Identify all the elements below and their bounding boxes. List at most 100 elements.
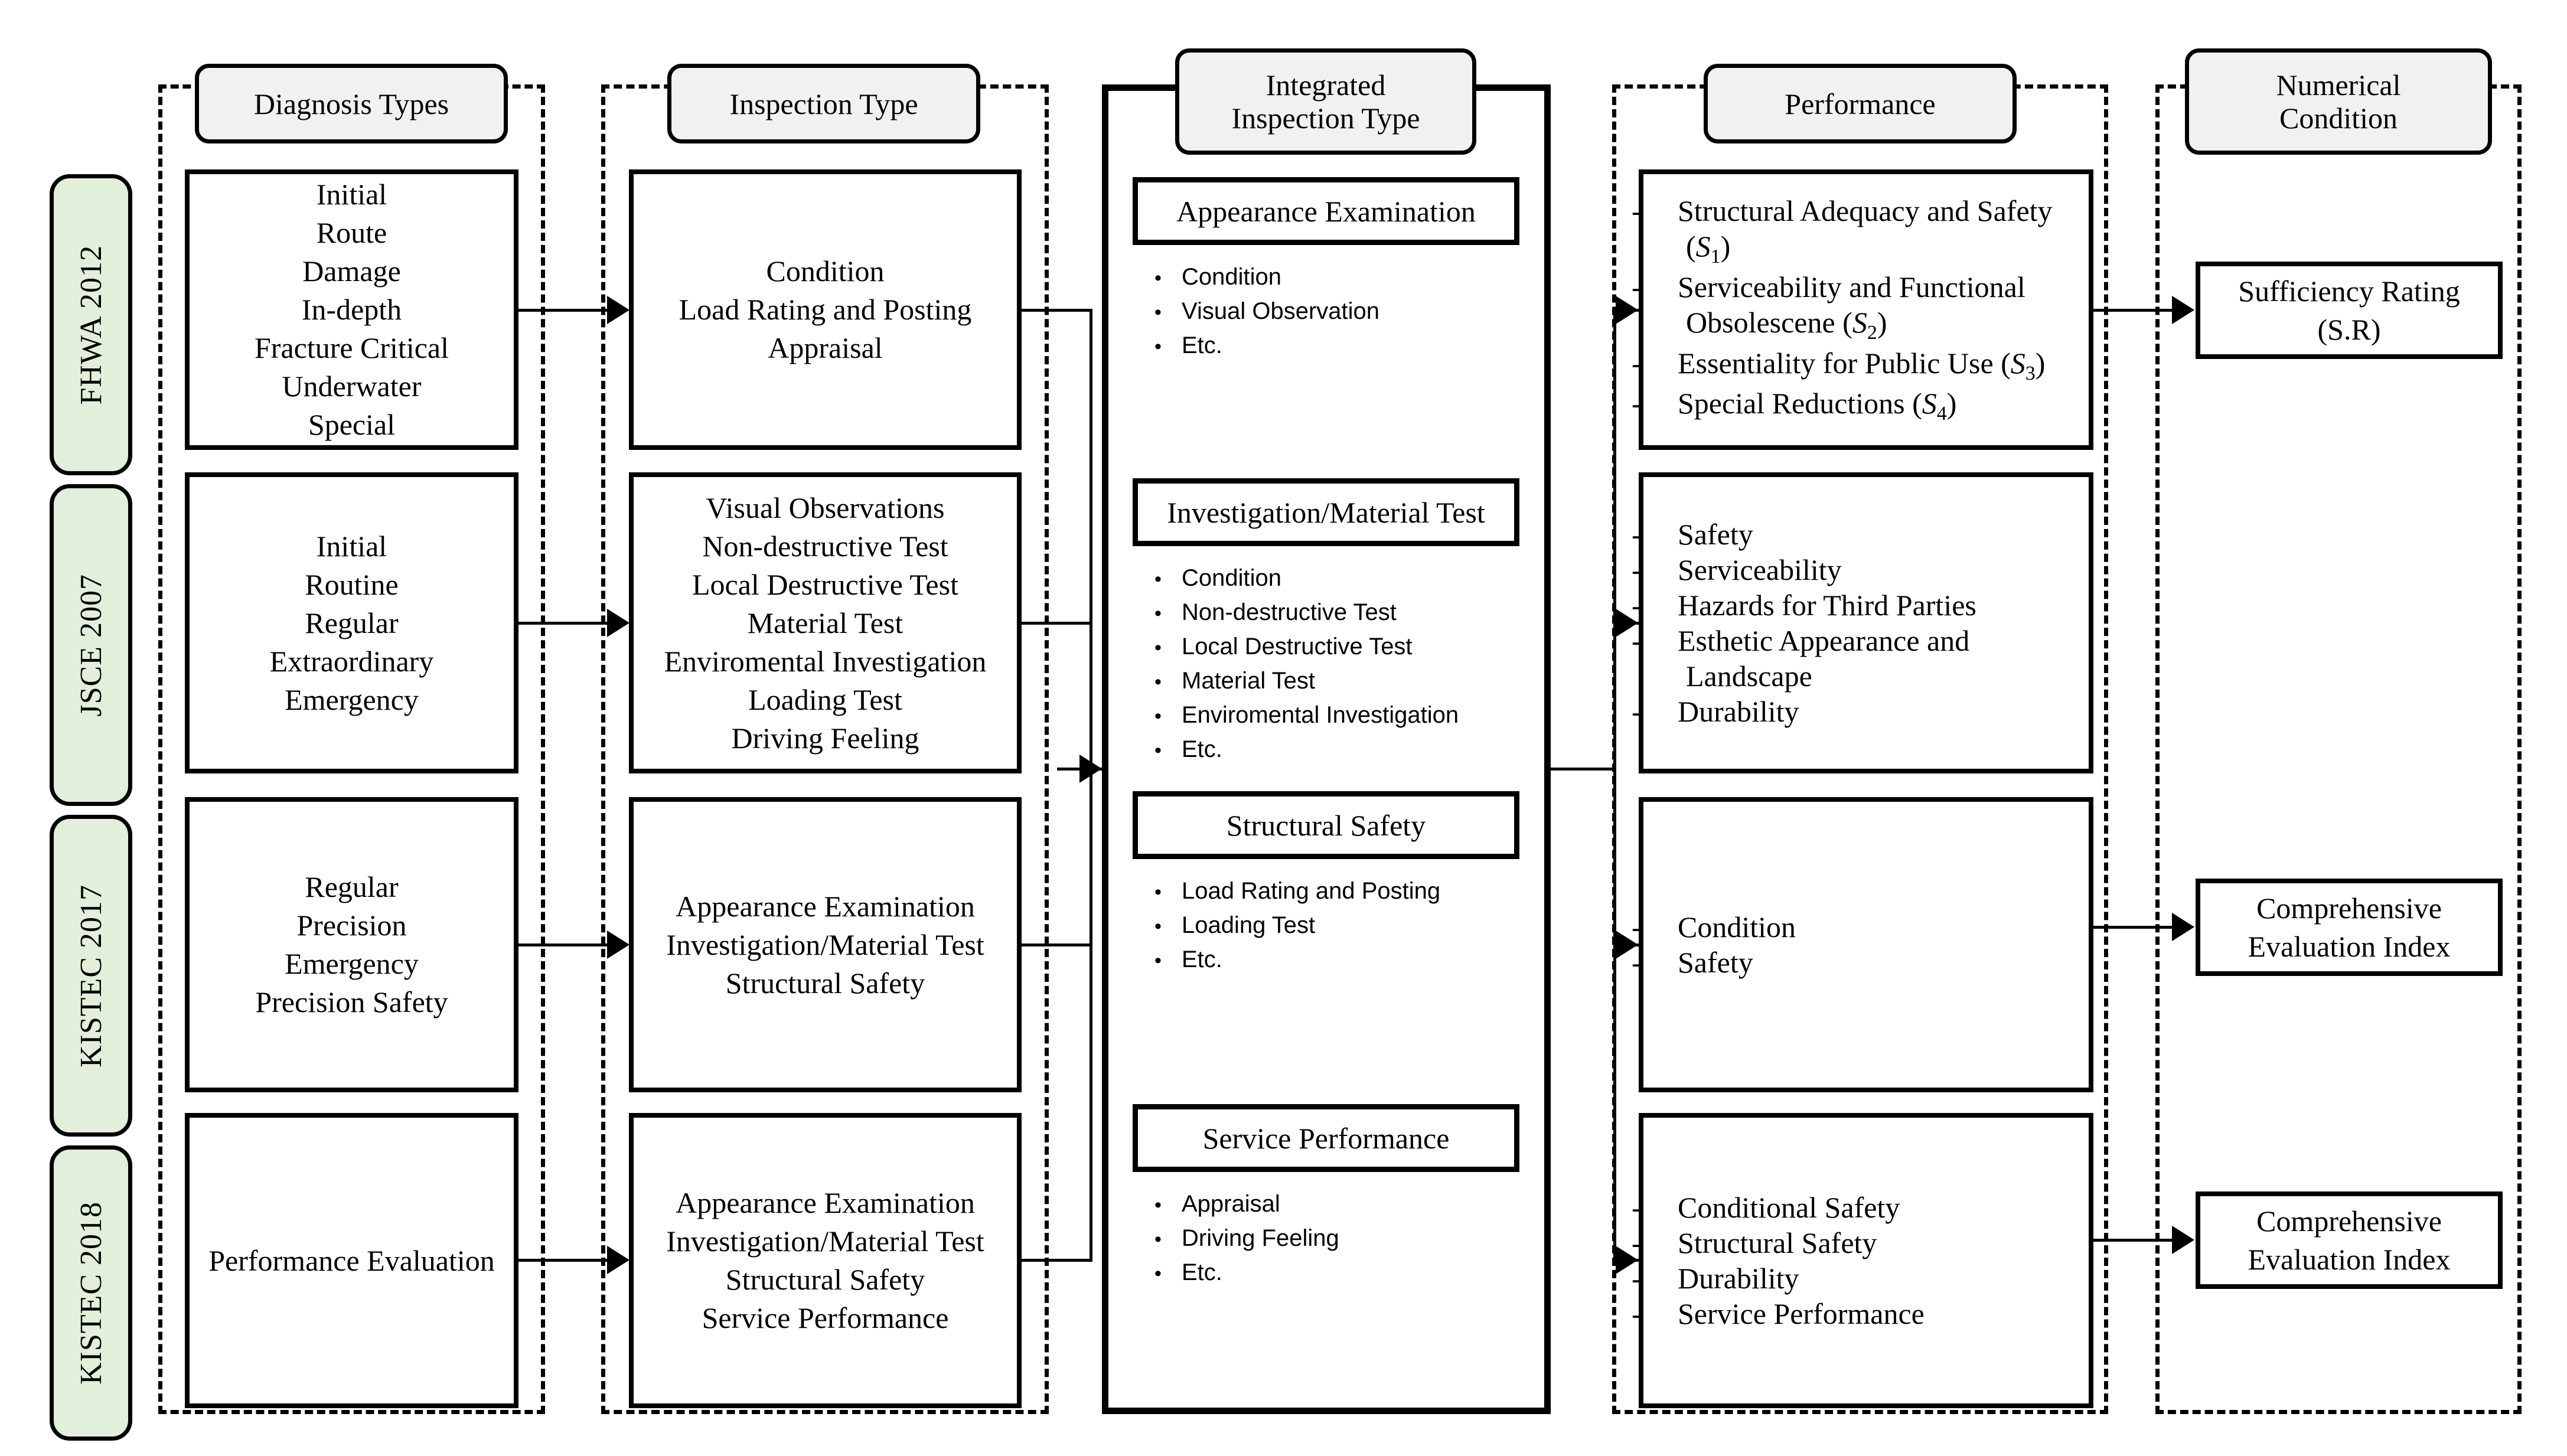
column-header-integrated-inspection-type: Integrated Inspection Type — [1175, 48, 1476, 155]
arrow-integrated-to-performance-1 — [1616, 296, 1638, 324]
stage-label-jsce2007: JSCE 2007 — [50, 484, 132, 806]
bullet-item: Condition — [1154, 260, 1532, 294]
diagnosis-item: Routine — [305, 567, 399, 601]
integrated-bullets-structural-safety: Load Rating and Posting Loading Test Etc… — [1154, 874, 1532, 977]
integrated-bullets-appearance-examination: Condition Visual Observation Etc. — [1154, 260, 1532, 363]
diagnosis-item: Emergency — [285, 947, 419, 980]
inspection-item: Non-destructive Test — [702, 529, 948, 563]
connector-diagnosis-to-inspection-4 — [518, 1259, 607, 1262]
inspection-item: Material Test — [747, 606, 903, 639]
fanout-bus-performance — [1613, 309, 1616, 1262]
diagnosis-item: Extraordinary — [269, 644, 434, 678]
stage-label-kistec2017: KISTEC 2017 — [50, 815, 132, 1137]
performance-item: -Serviceability and Functional Obsolesce… — [1632, 270, 2025, 344]
integrated-header-line2: Inspection Type — [1231, 102, 1420, 135]
arrow-integrated-to-performance-2 — [1616, 609, 1638, 637]
arrow-integrated-to-performance-4 — [1616, 1246, 1638, 1274]
bullet-item: Driving Feeling — [1154, 1221, 1532, 1255]
numerical-line1: Comprehensive — [2256, 891, 2442, 925]
arrow-diagnosis-to-inspection-1 — [607, 296, 629, 324]
inspection-item: Appearance Examination — [676, 889, 975, 923]
bullet-item: Load Rating and Posting — [1154, 874, 1532, 908]
bullet-item: Etc. — [1154, 942, 1532, 977]
diagnosis-item: Damage — [302, 254, 401, 288]
stage-label-text: KISTEC 2018 — [74, 1202, 108, 1385]
stage-label-text: FHWA 2012 — [74, 244, 108, 405]
bullet-item: Visual Observation — [1154, 294, 1532, 328]
performance-item: -Safety — [1632, 518, 1753, 551]
performance-item: -Special Reductions (S4) — [1632, 387, 1957, 425]
performance-item: -Esthetic Appearance and Landscape — [1632, 624, 1970, 693]
diagnosis-box-kistec2017: Regular Precision Emergency Precision Sa… — [185, 797, 518, 1092]
integrated-header-line1: Integrated — [1265, 68, 1386, 102]
column-header-diagnosis-types: Diagnosis Types — [195, 64, 508, 143]
diagnosis-item: Fracture Critical — [254, 331, 449, 364]
inspection-item: Appraisal — [768, 331, 883, 364]
arrow-performance-to-numerical-1 — [2172, 296, 2194, 324]
performance-item: -Conditional Safety — [1632, 1191, 1900, 1224]
diagnosis-item: Initial — [316, 178, 387, 211]
diagnosis-box-kistec2018: Performance Evaluation — [185, 1113, 518, 1408]
numerical-header-line1: Numerical — [2276, 68, 2401, 102]
bullet-item: Condition — [1154, 561, 1532, 595]
numerical-line1: Sufficiency Rating — [2238, 274, 2460, 308]
inspection-box-fhwa2012: Condition Load Rating and Posting Apprai… — [629, 169, 1022, 450]
arrow-diagnosis-to-inspection-4 — [607, 1246, 629, 1274]
merge-stub-inspection-4 — [1022, 1259, 1092, 1262]
bullet-item: Non-destructive Test — [1154, 595, 1532, 629]
arrow-diagnosis-to-inspection-2 — [607, 609, 629, 637]
diagnosis-box-jsce2007: Initial Routine Regular Extraordinary Em… — [185, 472, 518, 773]
performance-box-fhwa2012: -Structural Adequacy and Safety (S1) -Se… — [1632, 169, 2093, 450]
column-header-inspection-type: Inspection Type — [667, 64, 980, 143]
stage-label-text: KISTEC 2017 — [74, 884, 108, 1067]
bullet-item: Appraisal — [1154, 1187, 1532, 1221]
inspection-item: Structural Safety — [725, 1263, 925, 1296]
connector-diagnosis-to-inspection-3 — [518, 944, 607, 946]
performance-box-kistec2017: -Condition -Safety — [1632, 797, 2093, 1092]
numerical-line2: (S.R) — [2317, 312, 2381, 346]
diagnosis-item: Emergency — [285, 683, 419, 716]
numerical-header-line2: Condition — [2279, 102, 2398, 135]
integrated-bullets-service-performance: Appraisal Driving Feeling Etc. — [1154, 1187, 1532, 1289]
performance-item: -Durability — [1632, 695, 1799, 728]
merge-stub-inspection-2 — [1022, 622, 1092, 625]
column-header-numerical-condition: Numerical Condition — [2185, 48, 2492, 155]
numerical-box-sufficiency-rating: Sufficiency Rating (S.R) — [2196, 262, 2503, 359]
merge-stub-inspection-1 — [1022, 309, 1092, 312]
bullet-item: Etc. — [1154, 1255, 1532, 1289]
inspection-item: Driving Feeling — [731, 721, 919, 755]
bullet-item: Etc. — [1154, 732, 1532, 766]
numerical-line2: Evaluation Index — [2248, 929, 2451, 963]
diagnosis-item: Special — [308, 408, 396, 441]
bullet-item: Loading Test — [1154, 908, 1532, 942]
diagnosis-item: Precision Safety — [255, 985, 448, 1018]
diagnosis-item: In-depth — [301, 293, 402, 326]
connector-diagnosis-to-inspection-2 — [518, 622, 607, 625]
bullet-item: Enviromental Investigation — [1154, 698, 1532, 732]
bullet-item: Local Destructive Test — [1154, 629, 1532, 664]
performance-item: -Condition — [1632, 910, 1796, 944]
diagnosis-item: Precision — [296, 909, 407, 942]
numerical-box-comprehensive-evaluation-index-2018: Comprehensive Evaluation Index — [2196, 1191, 2503, 1289]
integrated-heading-structural-safety: Structural Safety — [1133, 791, 1519, 859]
performance-box-jsce2007: -Safety -Serviceability -Hazards for Thi… — [1632, 472, 2093, 773]
diagnosis-item: Initial — [316, 529, 387, 563]
performance-item: -Serviceability — [1632, 553, 1842, 586]
integrated-bullets-investigation-material-test: Condition Non-destructive Test Local Des… — [1154, 561, 1532, 766]
performance-box-kistec2018: -Conditional Safety -Structural Safety -… — [1632, 1113, 2093, 1408]
diagnosis-item: Route — [316, 216, 387, 249]
merge-bus-inspection — [1090, 309, 1092, 1262]
fanout-from-integrated — [1551, 768, 1616, 771]
inspection-box-jsce2007: Visual Observations Non-destructive Test… — [629, 472, 1022, 773]
inspection-item: Visual Observations — [706, 491, 945, 524]
inspection-item: Appearance Examination — [676, 1186, 975, 1219]
inspection-item: Condition — [766, 254, 885, 288]
numerical-line2: Evaluation Index — [2248, 1242, 2451, 1276]
merge-stub-inspection-3 — [1022, 944, 1092, 946]
stage-label-text: JSCE 2007 — [74, 573, 108, 717]
diagnosis-box-fhwa2012: Initial Route Damage In-depth Fracture C… — [185, 169, 518, 450]
inspection-item: Investigation/Material Test — [666, 928, 984, 961]
integrated-heading-appearance-examination: Appearance Examination — [1133, 177, 1519, 245]
inspection-item: Service Performance — [702, 1301, 949, 1334]
